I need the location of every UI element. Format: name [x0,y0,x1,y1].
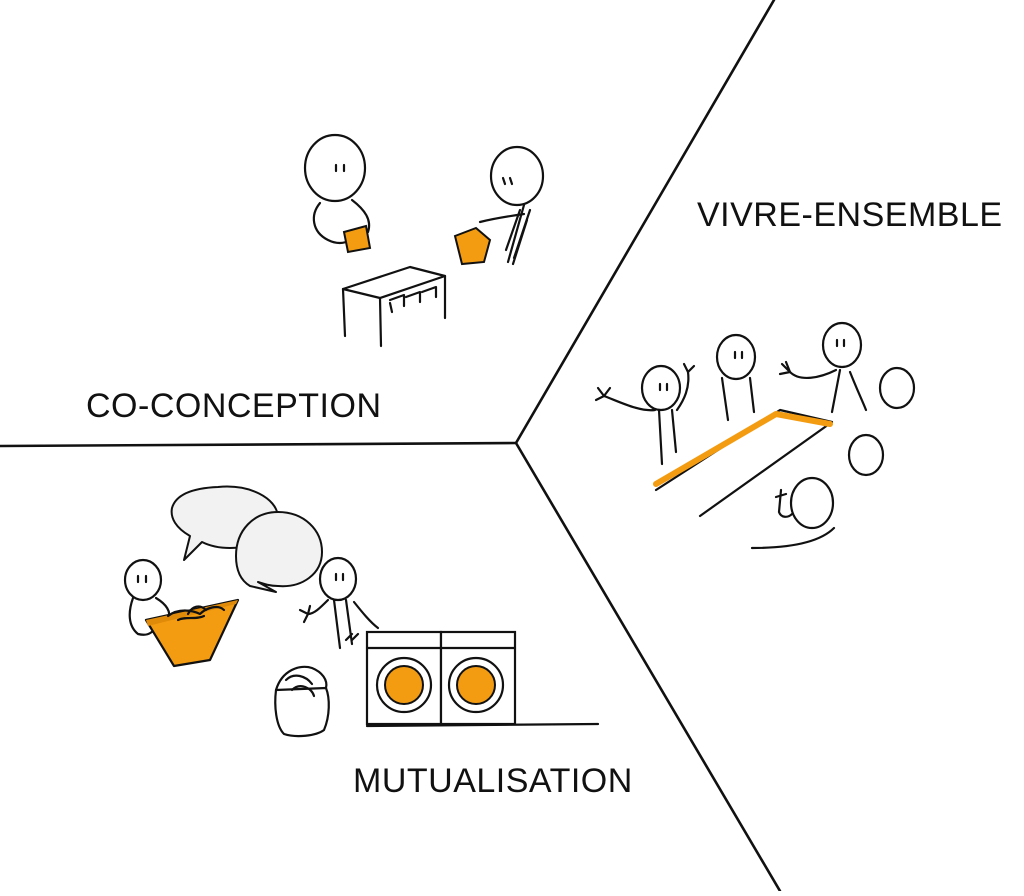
person-head-icon [847,433,885,477]
coconception-scene [303,133,545,348]
speech-bubble-icon [235,511,323,593]
person-icon [778,321,868,414]
washing-machine-icon [439,630,517,726]
person-icon [750,476,836,550]
building-block-icon [342,224,372,254]
laundry-bag-icon [274,665,330,738]
washing-machine-icon [365,630,443,726]
person-head-icon [878,366,916,410]
section-label-mutualisation: MUTUALISATION [353,762,633,800]
building-block-icon [453,226,492,266]
person-icon [715,333,757,422]
table-edge-highlight [653,411,833,487]
person-icon [594,362,696,466]
laundry-basket-icon [144,598,240,668]
person-icon [298,556,380,650]
furniture-icon [341,265,447,348]
section-dividers [0,0,782,893]
vivre-ensemble-scene [594,321,916,550]
person-icon [478,145,545,266]
mutualisation-scene [123,485,600,738]
section-label-co-conception: CO-CONCEPTION [86,387,382,425]
section-label-vivre-ensemble: VIVRE-ENSEMBLE [697,196,1003,234]
floor-line [365,722,600,728]
person-icon [303,133,371,245]
